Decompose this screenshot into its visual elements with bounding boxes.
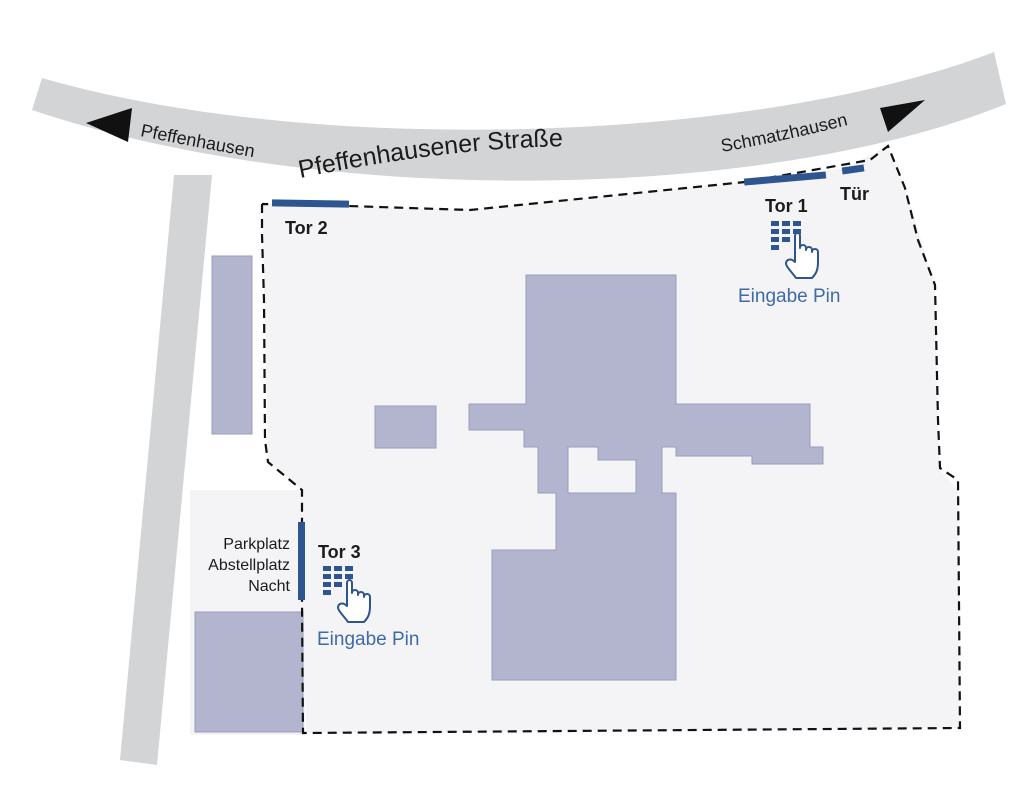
label-tor2: Tor 2	[285, 218, 328, 238]
keypad-icon	[771, 221, 801, 250]
property-fence	[260, 144, 962, 735]
gate-tuer	[841, 164, 865, 175]
building-small	[374, 405, 437, 449]
label-tor3: Tor 3	[318, 542, 361, 562]
label-tor1: Tor 1	[765, 196, 808, 216]
parking-label-line1: Parkplatz	[223, 536, 290, 553]
parking-label-line2: Abstellplatz	[208, 557, 290, 574]
arrow-left-icon	[86, 108, 132, 142]
building-main	[468, 274, 824, 681]
pin-entry-label-tor1: Eingabe Pin	[738, 286, 840, 307]
arrow-right-icon	[880, 100, 925, 132]
keypad-icon	[323, 566, 353, 595]
side-road	[120, 175, 212, 765]
hand-pointer-icon	[337, 579, 371, 623]
gate-tor3	[298, 522, 305, 600]
gate-tor1	[743, 171, 827, 186]
gate-tor2	[271, 199, 350, 208]
parking-label-line3: Nacht	[248, 578, 290, 595]
label-tuer: Tür	[840, 184, 869, 204]
hand-pointer-icon	[785, 232, 819, 279]
main-road	[32, 52, 1006, 181]
building-west	[211, 255, 253, 435]
building-parking	[194, 611, 304, 733]
pin-entry-label-tor3: Eingabe Pin	[317, 629, 419, 650]
